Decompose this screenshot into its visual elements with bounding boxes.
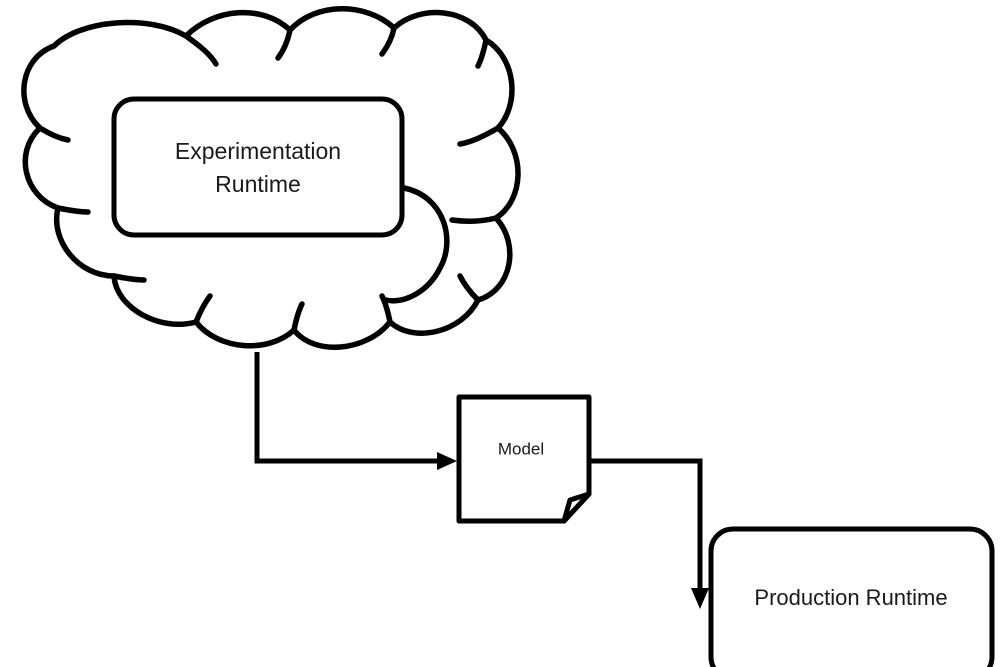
cloud-arc-2 [275,27,293,61]
cloud-arc-8 [111,273,147,283]
model-label: Model [498,439,544,458]
connector-model-to-production[interactable] [589,458,709,609]
connector-cloud-to-model-path [254,352,443,464]
cloud-arc-9 [193,293,213,325]
cloud-arc-11 [379,293,393,325]
production-runtime-label: Production Runtime [754,585,947,610]
cloud-arc-12 [457,273,481,303]
experimentation-runtime-label-line2: Runtime [215,171,301,197]
cloud-arc-1 [183,33,219,67]
cloud-arc-3 [379,25,397,57]
connector-model-to-production-path [589,458,703,594]
cloud-arc-13 [449,215,499,225]
cloud-arc-6 [37,125,71,143]
connector-cloud-to-model[interactable] [254,352,457,470]
cloud-arc-5 [457,125,501,147]
cloud-arc-4 [475,37,489,69]
experimentation-runtime-label-line1: Experimentation [175,138,341,164]
cloud-inner-lobe [383,185,450,304]
production-runtime-box[interactable]: Production Runtime [708,526,995,667]
cloud-arc-10 [291,301,305,333]
experimentation-runtime-rect [111,96,405,238]
production-runtime-rect [708,526,995,667]
experimentation-runtime-box[interactable]: Experimentation Runtime [111,96,405,238]
model-document-box[interactable]: Model [456,394,592,524]
connector-model-to-production-arrowhead [691,588,709,609]
model-document-fold [561,491,592,524]
connector-cloud-to-model-arrowhead [437,452,457,470]
cloud-arc-7 [55,205,91,215]
